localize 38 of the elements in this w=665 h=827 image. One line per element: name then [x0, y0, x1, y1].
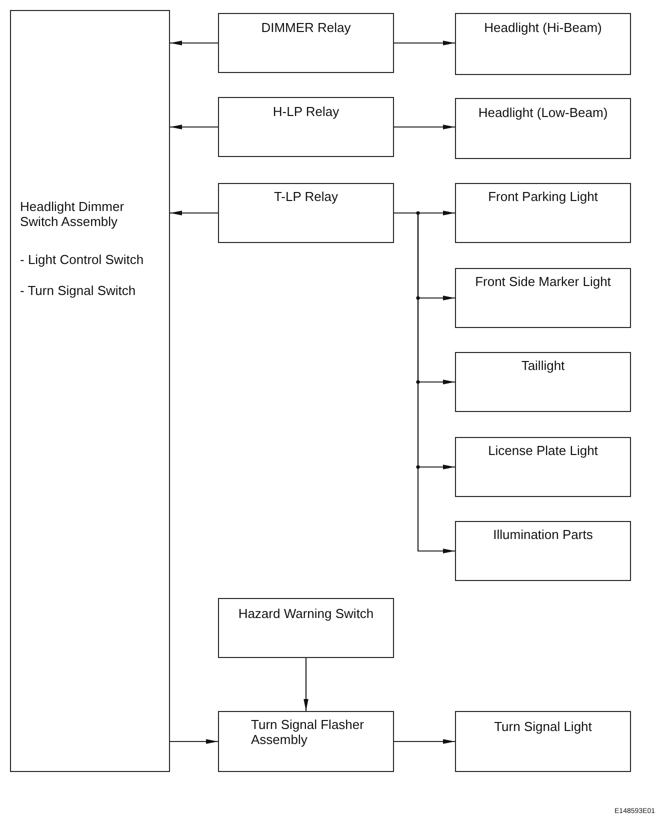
component-box — [218, 598, 394, 658]
component-label: Front Parking Light — [487, 189, 599, 204]
component-box — [455, 98, 631, 159]
component-label: Front Side Marker Light — [474, 274, 612, 289]
component-label: Headlight (Hi-Beam) — [483, 20, 603, 35]
component-box — [455, 352, 631, 412]
component-label: Turn Signal Light — [493, 719, 593, 734]
arrow — [394, 739, 455, 744]
arrow — [394, 124, 455, 130]
arrow — [170, 124, 218, 130]
component-box — [455, 183, 631, 243]
component-label: Illumination Parts — [492, 527, 594, 542]
arrow — [394, 40, 455, 46]
switch-item-label: - Light Control Switch — [20, 252, 144, 267]
component-box — [455, 521, 631, 581]
component-box — [218, 13, 394, 73]
component-label: Turn Signal Flasher Assembly — [251, 717, 365, 747]
component-label: License Plate Light — [487, 443, 599, 458]
switch-assembly-box — [10, 10, 170, 772]
component-label: Hazard Warning Switch — [237, 606, 375, 621]
component-box — [455, 711, 631, 772]
component-box — [218, 183, 394, 243]
component-box — [218, 97, 394, 157]
assembly-title: Headlight Dimmer Switch Assembly — [20, 199, 126, 229]
component-label: Headlight (Low-Beam) — [477, 105, 609, 120]
arrow — [170, 739, 218, 744]
arrow — [304, 658, 308, 711]
component-box — [455, 13, 631, 75]
arrow — [170, 210, 218, 216]
component-label: H-LP Relay — [272, 104, 340, 119]
switch-item-label: - Turn Signal Switch — [20, 283, 136, 298]
component-label: T-LP Relay — [272, 189, 340, 204]
component-box — [455, 437, 631, 497]
arrow — [170, 40, 218, 46]
component-label: DIMMER Relay — [260, 20, 352, 35]
component-box — [455, 268, 631, 328]
component-label: Taillight — [520, 358, 566, 373]
component-box — [218, 711, 394, 772]
